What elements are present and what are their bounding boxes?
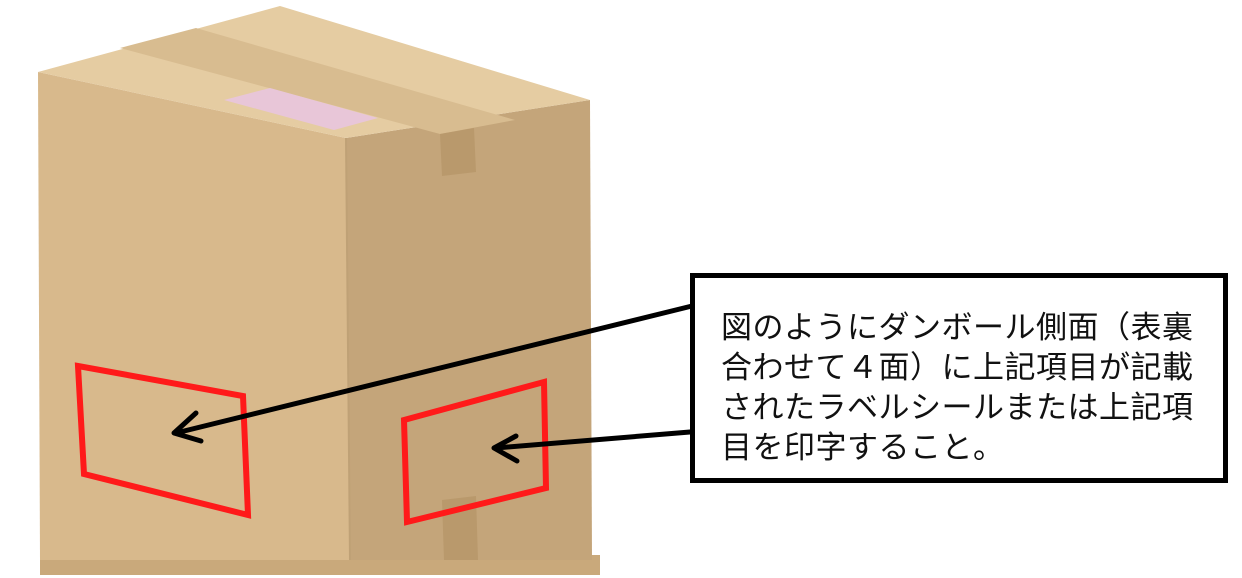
arrow-to-side-marker <box>491 429 693 464</box>
callout-text: 図のようにダンボール側面（表裏合わせて４面）に上記項目が記載されたラベルシールま… <box>721 310 1194 466</box>
arrow-line-side <box>493 429 693 451</box>
arrowhead-side <box>491 433 520 464</box>
box-front-face <box>38 72 350 560</box>
arrow-line-front <box>173 303 695 436</box>
front-label-area-marker <box>74 362 252 519</box>
arrow-to-front-marker <box>171 303 695 444</box>
arrowhead-front <box>171 410 204 444</box>
box-side-tape-top <box>440 128 476 176</box>
shipping-label-sticker <box>224 88 378 130</box>
box-front-edge <box>345 137 351 561</box>
callout-box: 図のようにダンボール側面（表裏合わせて４面）に上記項目が記載されたラベルシールま… <box>690 273 1228 483</box>
side-label-area-marker <box>400 378 550 526</box>
cardboard-box <box>38 6 600 575</box>
box-tape-strip <box>120 28 515 134</box>
